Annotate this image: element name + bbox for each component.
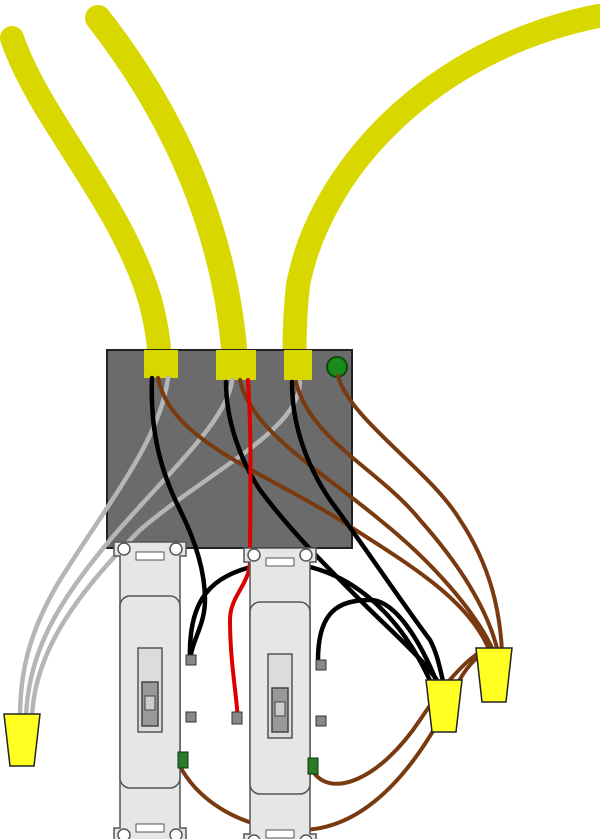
white-wires	[17, 375, 303, 721]
switch-right-ground-terminal	[307, 757, 319, 775]
wire-nut-black-group	[425, 679, 463, 733]
cable-right-clamp	[284, 350, 312, 380]
red-wire	[228, 378, 253, 722]
wire-nuts	[3, 647, 513, 767]
switch-left-terminal-top	[185, 654, 197, 666]
three-way-switch-left	[113, 541, 187, 839]
switch-right-terminal-common	[231, 711, 243, 725]
cable-left	[0, 26, 172, 387]
three-way-switch-right	[243, 547, 317, 839]
switch-right-terminal-bottom	[315, 715, 327, 727]
cables	[0, 4, 600, 391]
wire-nut-white-group	[3, 713, 41, 767]
switch-left-ground-terminal	[177, 751, 189, 769]
cable-middle-clamp	[216, 350, 256, 380]
switch-left-terminal-bottom	[185, 711, 197, 723]
cable-right	[282, 4, 600, 390]
wire-nut-ground-group	[475, 647, 513, 703]
cable-middle	[85, 5, 249, 391]
ground-screw-icon	[326, 356, 348, 378]
cable-left-clamp	[144, 350, 178, 378]
switch-right-terminal-top	[315, 659, 327, 671]
black-wires	[149, 375, 447, 688]
